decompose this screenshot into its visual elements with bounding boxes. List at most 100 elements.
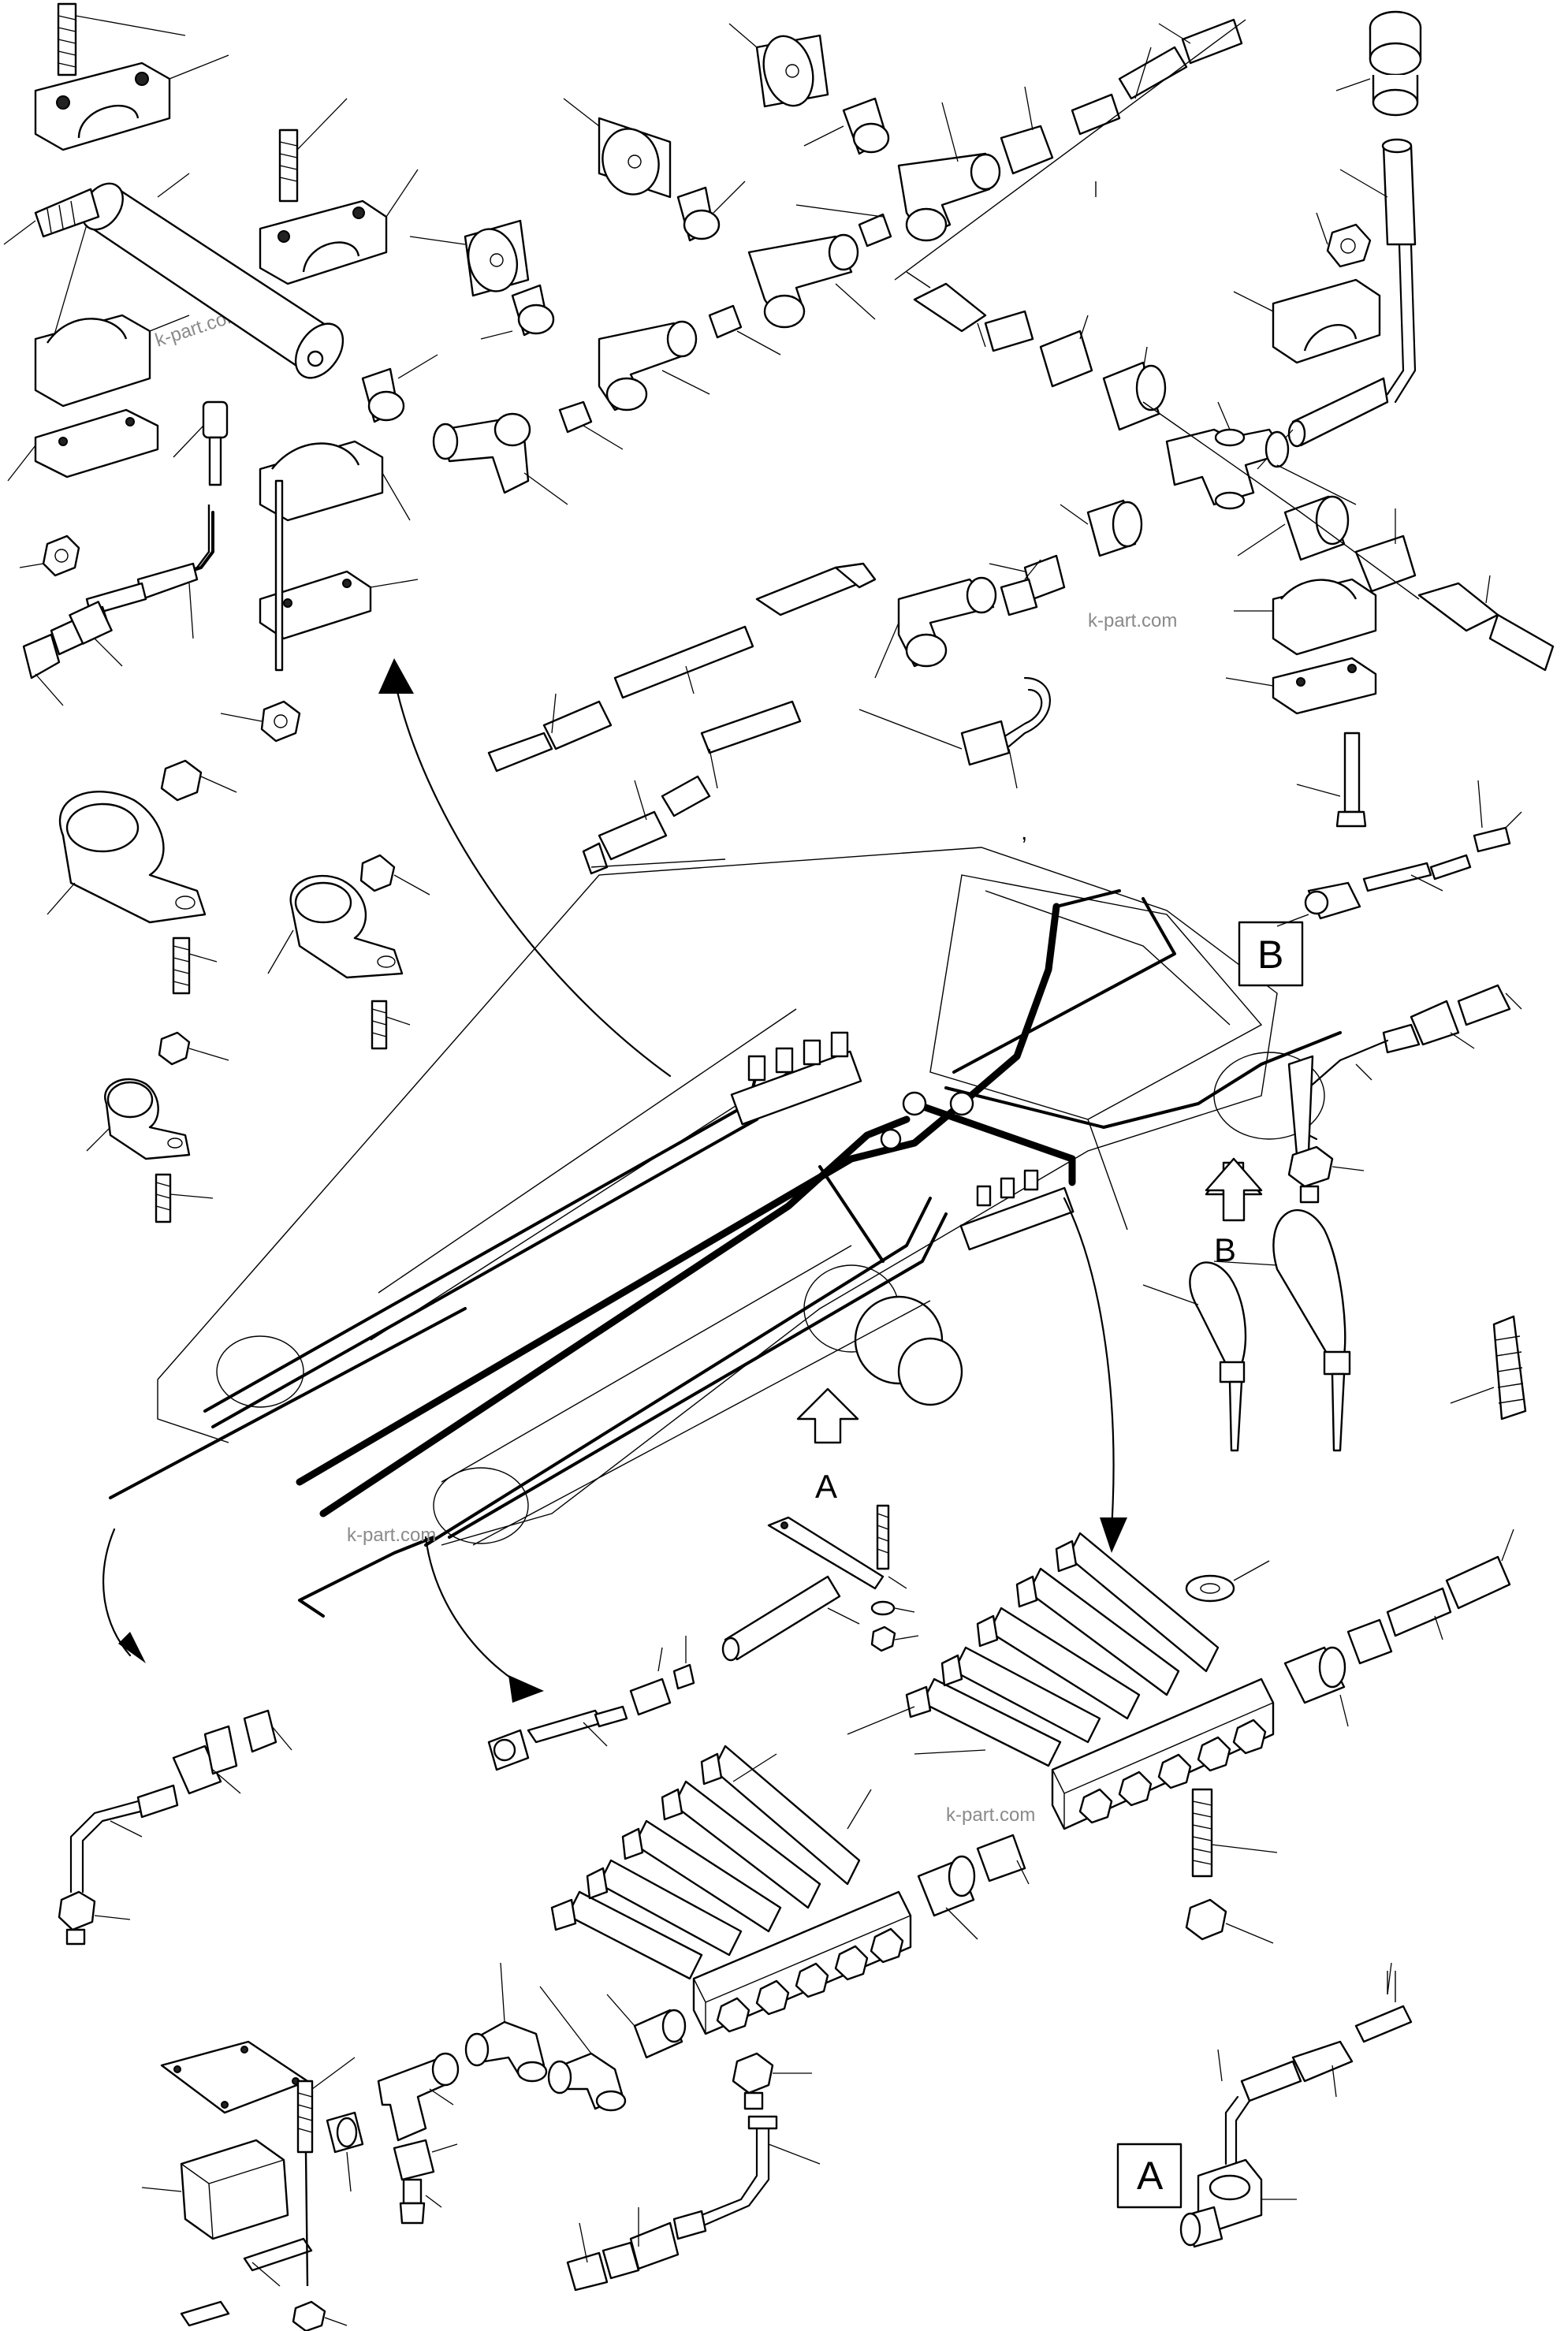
stud-bl (296, 2057, 356, 2287)
compression-fitting-top-right (1335, 10, 1422, 117)
cap-left (22, 633, 64, 706)
detail-a-label: A (1137, 2154, 1164, 2198)
pipe-stub-1 (728, 23, 829, 108)
arrow-right-head (508, 1675, 544, 1703)
cable-ties (1142, 1209, 1527, 1452)
pointer-arrow-b: B (1205, 1157, 1263, 1268)
arrow-a-label: A (815, 1468, 837, 1505)
watermark-bottom-left: k-part.com (347, 1525, 436, 1546)
cable-tie-large (1213, 1209, 1351, 1452)
mounting-strip-bl (180, 2237, 313, 2327)
detail-box-b: B (1238, 921, 1304, 987)
nut-bc (870, 1625, 919, 1652)
coupling-distributor-lower (917, 1834, 1030, 1940)
washer-distributor-upper (1185, 1560, 1270, 1603)
elbow-bl-2 (539, 1986, 627, 2112)
fitting-bc-1 (629, 1647, 672, 1716)
central-valve-block (730, 1031, 1075, 1251)
nut-right-1 (1039, 315, 1093, 388)
stud-bc (876, 1504, 907, 1589)
nut-distributor-upper (1185, 1898, 1274, 1944)
hose-end-top (1071, 18, 1243, 136)
stud-distributor-upper (1191, 1788, 1278, 1878)
watermark-bottom-right: k-part.com (946, 1804, 1035, 1826)
cable-tie-small (1142, 1261, 1247, 1452)
watermark-top-right: k-part.com (1088, 610, 1177, 631)
callout-arrows (102, 658, 1127, 1703)
cover-plate-bl (160, 2040, 309, 2114)
nut-bl (292, 2300, 348, 2331)
grease-fitting-lower (566, 2207, 707, 2292)
hose-lower (582, 700, 802, 875)
pipe-clamp-small (86, 1031, 229, 1223)
detail-b-parts (1276, 780, 1522, 1204)
stud-bolt-top (57, 2, 186, 76)
spacer-plate-right (1225, 657, 1377, 715)
hose-end-detail-a (1217, 2040, 1354, 2102)
bottom-left-parts (58, 1709, 687, 2331)
grease-fitting-b (1382, 984, 1522, 1054)
pointer-arrow-a: A (796, 1387, 859, 1505)
detail-a-parts (1179, 1962, 1413, 2248)
cross-fitting-assembly (913, 282, 1555, 672)
hose-end-right-bottom (1417, 575, 1555, 672)
hydraulic-cylinder (3, 173, 345, 379)
curved-hose-centre (858, 676, 1051, 789)
angle-grease-nipple-lower (732, 2052, 812, 2110)
bottom-centre-parts (487, 1504, 919, 1771)
detail-b-label: B (1257, 933, 1283, 977)
tee-fitting-2 (747, 233, 876, 329)
distributor-upper-cylinders (847, 1532, 1220, 1767)
boom-outline (157, 847, 1325, 1546)
spiral-sleeve (1450, 1315, 1527, 1421)
distributor-lower-cylinders (550, 1745, 872, 1980)
tee-bl (377, 2052, 460, 2142)
washer-bc (870, 1600, 915, 1616)
pipe-clamp-medium (267, 854, 430, 1050)
spacer-plate-left (7, 408, 159, 482)
reducer-bl (326, 2111, 364, 2192)
arrow-down-head-right (1100, 1517, 1127, 1553)
arrow-up-head (378, 658, 414, 694)
tee-fitting-3 (897, 102, 1001, 242)
coupling-distributor-upper (1283, 1529, 1514, 1727)
tube-bc (721, 1575, 860, 1662)
comma-mark: , (1021, 819, 1027, 845)
hose-upper (487, 562, 877, 773)
distributor-lower-caps (716, 1927, 904, 2033)
hex-nut-left (19, 534, 80, 577)
union-bl (393, 2139, 458, 2225)
tee-centre (874, 576, 997, 679)
adapter-bl (606, 1994, 687, 2059)
elbow-bl-1 (464, 1962, 548, 2083)
stud-bolt-down (274, 479, 284, 672)
angled-tube-b (1287, 1039, 1389, 1156)
fitting-bc-2 (672, 1636, 695, 1690)
adapter-1 (803, 97, 890, 155)
arrow-down-head-left (118, 1632, 146, 1663)
spacer-plate-mid (259, 570, 419, 640)
nut-fitting-top (1000, 86, 1054, 175)
top-right-assembly (1225, 10, 1422, 828)
tee-detail-a (1179, 2158, 1297, 2248)
angle-grease-nipple-b (1276, 881, 1361, 927)
angled-tube-detail-a (1224, 2095, 1251, 2169)
bolt-right (1296, 732, 1367, 828)
grease-fitting-bl (172, 1709, 292, 1795)
plug-small-3 (795, 204, 892, 248)
plug-small-2 (708, 304, 781, 356)
top-centre-fittings (361, 18, 1246, 505)
nut-right-2 (1102, 346, 1167, 431)
union-fitting-left (50, 601, 123, 667)
central-tee-fittings (880, 1091, 974, 1150)
clamp-block-lower (34, 314, 190, 408)
left-hose-clamps (47, 759, 430, 1223)
grease-nipple-bc (487, 1705, 628, 1771)
hex-plug-b (1287, 1145, 1365, 1204)
tee-fitting-1 (598, 320, 710, 411)
hex-nut-mid (220, 700, 301, 743)
pipe-stub-3 (409, 219, 530, 297)
grease-nipple-left (173, 400, 229, 486)
progressive-distributor-lower (550, 1745, 1030, 2292)
